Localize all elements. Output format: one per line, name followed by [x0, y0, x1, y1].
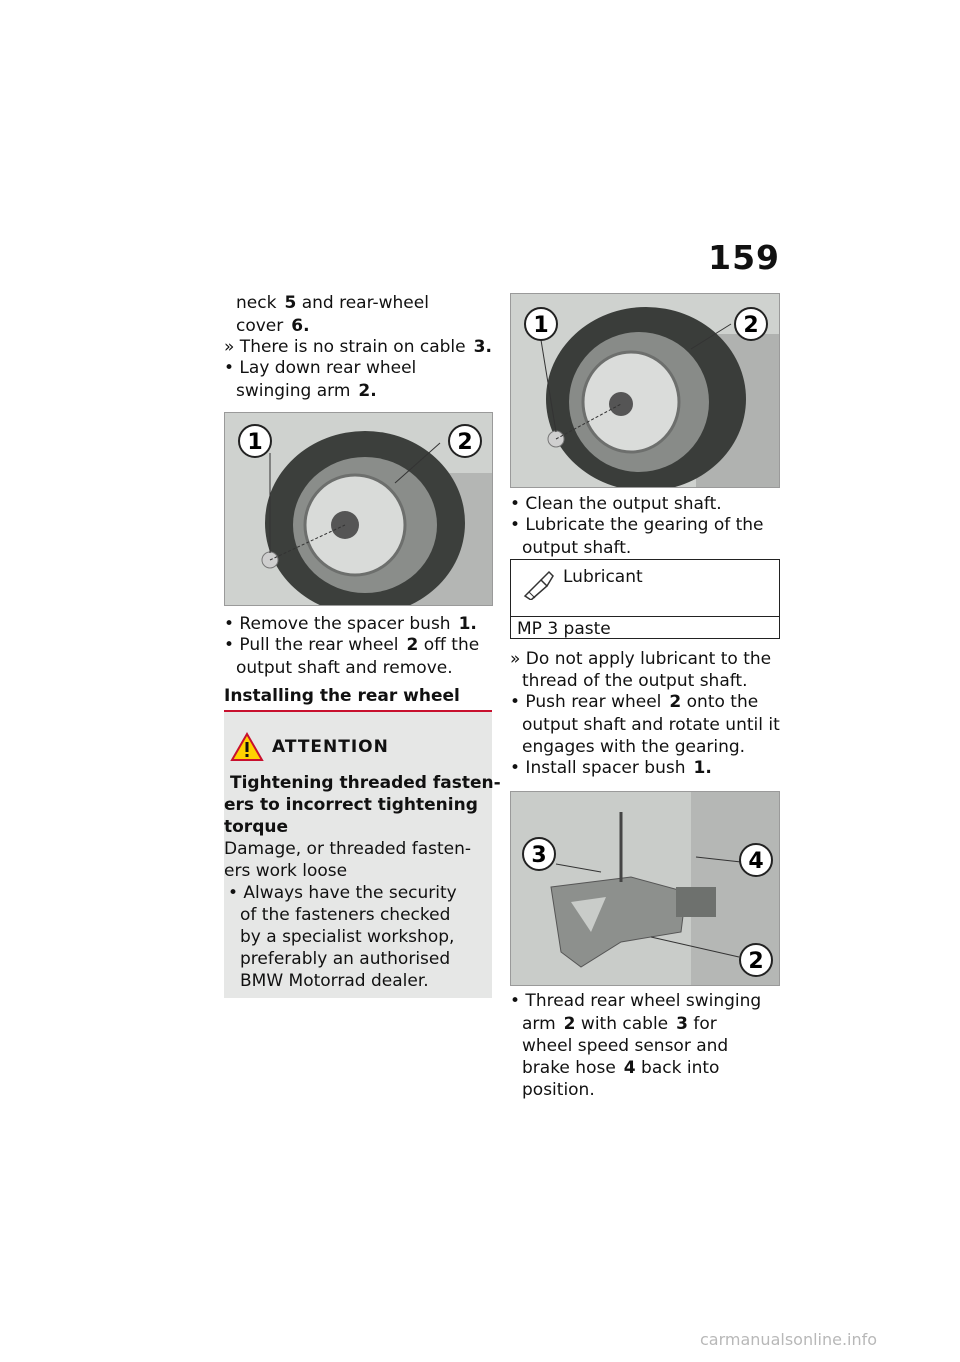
warning-hazard: torque [224, 817, 288, 837]
bullet-item: • Thread rear wheel swinging [510, 991, 762, 1011]
warning-effect: Damage, or threaded fasten- [224, 839, 472, 859]
warning-box: ATTENTION Tightening threaded fasten- er… [224, 710, 501, 998]
text-line: wheel speed sensor and [522, 1036, 729, 1056]
rear-wheel-figure-2: 1 2 [510, 293, 780, 488]
figure-callout: 1 [247, 430, 262, 455]
warning-action: BMW Motorrad dealer. [240, 971, 429, 991]
text-line: output shaft and remove. [236, 658, 453, 678]
swinging-arm-figure: 3 4 2 [510, 791, 780, 986]
warning-icon [230, 732, 264, 761]
lubricant-value: MP 3 paste [517, 619, 611, 639]
text-line: output shaft and rotate until it [522, 715, 780, 735]
footer-watermark: carmanualsonline.info [700, 1330, 878, 1349]
lubricant-table: Lubricant MP 3 paste [510, 559, 780, 639]
warning-action: • Always have the security [228, 883, 457, 903]
bullet-item: • Lay down rear wheel [224, 358, 417, 378]
rear-wheel-figure: 1 2 [224, 412, 493, 606]
section-heading: Installing the rear wheel [224, 686, 460, 706]
warning-title: ATTENTION [272, 737, 389, 757]
warning-action: by a specialist workshop, [240, 927, 455, 947]
text-line: » Do not apply lubricant to the [510, 649, 772, 669]
figure-callout: 3 [531, 843, 546, 868]
bullet-item: • Lubricate the gearing of the [510, 515, 764, 535]
warning-action: preferably an authorised [240, 949, 451, 969]
text-line: output shaft. [522, 538, 632, 558]
warning-hazard: ers to incorrect tightening [224, 795, 478, 815]
figure-callout: 4 [748, 849, 763, 874]
page-number: 159 [708, 238, 780, 277]
lubricant-icon [523, 570, 554, 600]
text-line: thread of the output shaft. [522, 671, 748, 691]
bullet-item: • Clean the output shaft. [510, 494, 722, 514]
figure-callout: 2 [748, 949, 763, 974]
figure-callout: 1 [533, 313, 548, 338]
warning-effect: ers work loose [224, 861, 348, 881]
lubricant-title: Lubricant [563, 567, 643, 587]
text-line: engages with the gearing. [522, 737, 746, 757]
warning-action: of the fasteners checked [240, 905, 451, 925]
text-line: position. [522, 1080, 595, 1100]
figure-callout: 2 [457, 430, 472, 455]
warning-hazard: Tightening threaded fasten- [230, 773, 501, 793]
figure-callout: 2 [743, 313, 758, 338]
